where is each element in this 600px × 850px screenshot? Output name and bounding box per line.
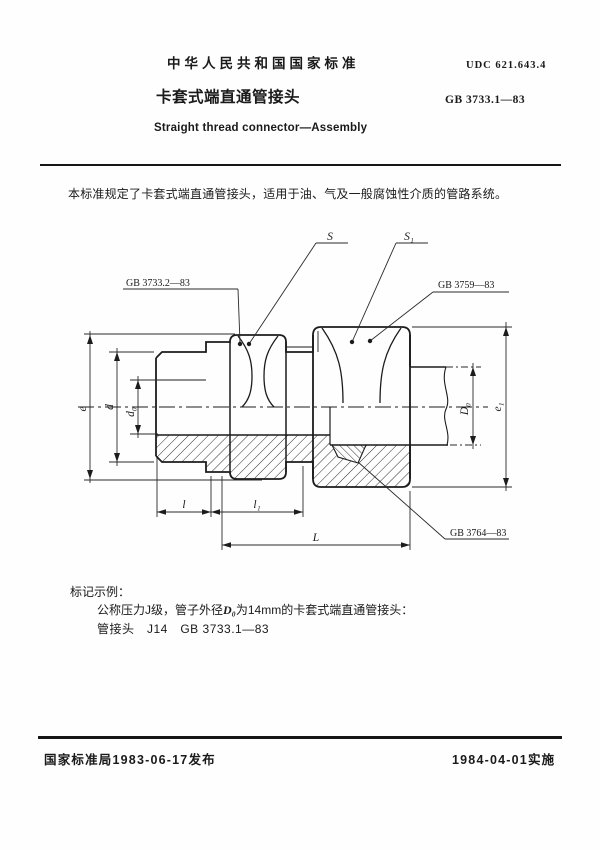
label-e1: e₁ [492, 402, 504, 411]
label-D0: D₀ [459, 403, 471, 416]
national-standard-caption: 中华人民共和国国家标准 [167, 56, 360, 71]
footer-divider [38, 736, 562, 739]
figure-labels: S S₁ GB 3733.2—83 GB 3759—83 GB 3764—83 … [77, 231, 506, 544]
example-line1-pre: 公称压力J级，管子外径 [97, 603, 224, 617]
standard-number: GB 3733.1—83 [445, 94, 526, 106]
label-body-part: GB 3733.2—83 [126, 278, 190, 289]
scope-paragraph: 本标准规定了卡套式端直通管接头，适用于油、气及一般腐蚀性介质的管路系统。 [68, 187, 508, 201]
fitting-outline [155, 326, 411, 488]
example-line1: 公称压力J级，管子外径D₀为14mm的卡套式端直通管接头： [97, 601, 413, 618]
label-nut-part: GB 3759—83 [438, 280, 494, 291]
example-line1-post: 为14mm的卡套式端直通管接头： [235, 603, 414, 617]
label-d0: d₀ [125, 407, 137, 417]
leader-lines [123, 242, 509, 540]
label-l: l [182, 499, 185, 511]
page-title-english: Straight thread connector—Assembly [154, 122, 368, 134]
footer-issued-date: 国家标准局1983-06-17发布 [44, 753, 216, 767]
label-e: e [77, 406, 89, 411]
tube-outline [410, 366, 449, 446]
footer-effective-date: 1984-04-01实施 [452, 753, 556, 767]
dimension-lines [84, 322, 512, 550]
label-s1: S₁ [404, 231, 414, 243]
label-l1: l₁ [253, 499, 260, 511]
example-line2: 管接头 J14 GB 3733.1—83 [97, 622, 270, 636]
label-s: S [327, 231, 333, 243]
label-L: L [312, 532, 319, 544]
page-title: 卡套式端直通管接头 [156, 89, 301, 106]
udc-number: UDC 621.643.4 [466, 60, 547, 71]
example-heading: 标记示例： [70, 585, 131, 599]
example-line1-symbol: D₀ [223, 603, 236, 617]
header-divider [40, 164, 561, 166]
label-ferrule-part: GB 3764—83 [450, 528, 506, 539]
label-d: d [104, 404, 116, 410]
